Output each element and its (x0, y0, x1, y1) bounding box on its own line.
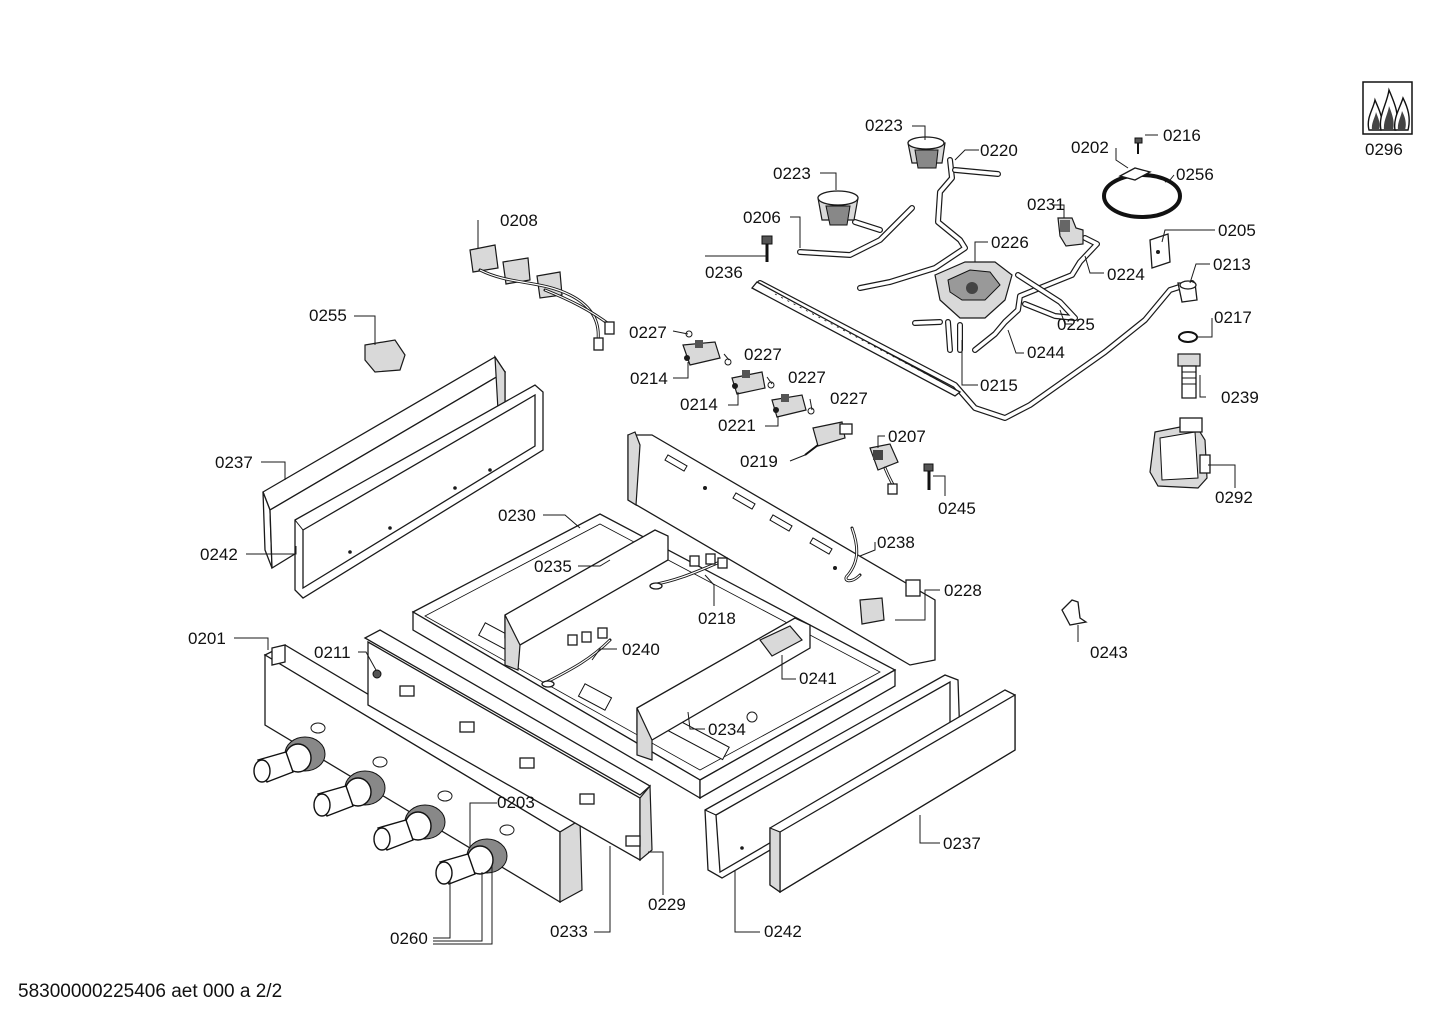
ignition-module-icon (869, 443, 899, 495)
gas-symbol-label: 0296 (1365, 140, 1403, 159)
part-label-0233: 0233 (550, 922, 588, 941)
gas-valve-icon (771, 394, 807, 418)
part-label-0242: 0242 (764, 922, 802, 941)
side-panel (769, 689, 1016, 894)
gas-valve-icon (682, 340, 721, 366)
front-frame (363, 629, 653, 862)
part-label-0236: 0236 (705, 263, 743, 282)
gas-pipe-assembly (750, 157, 1195, 421)
support-rail (636, 617, 811, 761)
part-label-0243: 0243 (1090, 643, 1128, 662)
screw-icon (923, 463, 934, 490)
wire-harness (844, 526, 862, 583)
part-label-0229: 0229 (648, 895, 686, 914)
screw-icon (372, 669, 382, 679)
part-label-0216: 0216 (1163, 126, 1201, 145)
part-label-0234: 0234 (708, 720, 746, 739)
part-label-0223: 0223 (865, 116, 903, 135)
part-label-0237: 0237 (943, 834, 981, 853)
control-knob-icon (313, 770, 386, 817)
part-label-0227: 0227 (788, 368, 826, 387)
part-label-0228: 0228 (944, 581, 982, 600)
part-label-0202: 0202 (1071, 138, 1109, 157)
gas-valve-icon (804, 421, 853, 456)
base-tray (411, 513, 897, 800)
part-label-0227: 0227 (830, 389, 868, 408)
part-label-0219: 0219 (740, 452, 778, 471)
part-label-0226: 0226 (991, 233, 1029, 252)
pressure-regulator-icon (1149, 417, 1211, 489)
part-label-0206: 0206 (743, 208, 781, 227)
fitting-icon (1177, 353, 1201, 399)
part-labels: 0223 0220 0202 0216 0256 0223 0206 0231 … (188, 116, 1259, 948)
part-label-0227: 0227 (629, 323, 667, 342)
part-label-0221: 0221 (718, 416, 756, 435)
part-label-0205: 0205 (1218, 221, 1256, 240)
support-rail (504, 529, 669, 671)
part-label-0207: 0207 (888, 427, 926, 446)
part-label-0230: 0230 (498, 506, 536, 525)
burner-cup-icon (817, 190, 859, 226)
part-label-0292: 0292 (1215, 488, 1253, 507)
wire-harness (469, 244, 615, 351)
screw-icon (761, 235, 773, 262)
part-label-0208: 0208 (500, 211, 538, 230)
part-label-0220: 0220 (980, 141, 1018, 160)
side-panel (294, 384, 544, 599)
part-label-0239: 0239 (1221, 388, 1259, 407)
gas-valve-icon (1057, 217, 1084, 247)
part-label-0214: 0214 (630, 369, 668, 388)
part-label-0217: 0217 (1214, 308, 1252, 327)
part-label-0213: 0213 (1213, 255, 1251, 274)
part-label-0244: 0244 (1027, 343, 1065, 362)
gas-flame-symbol-icon (1362, 81, 1413, 135)
part-label-0240: 0240 (622, 640, 660, 659)
document-code: 58300000225406 aet 000 a 2/2 (18, 981, 283, 1002)
part-label-0260: 0260 (390, 929, 428, 948)
part-label-0245: 0245 (938, 499, 976, 518)
screw-icon (1134, 137, 1143, 154)
gas-valve-icon (731, 370, 766, 395)
part-label-0203: 0203 (497, 793, 535, 812)
control-knob-icon (435, 838, 508, 885)
part-label-0227: 0227 (744, 345, 782, 364)
part-label-0218: 0218 (698, 609, 736, 628)
part-label-0201: 0201 (188, 629, 226, 648)
part-label-0231: 0231 (1027, 195, 1065, 214)
part-label-0255: 0255 (309, 306, 347, 325)
part-label-0225: 0225 (1057, 315, 1095, 334)
part-label-0235: 0235 (534, 557, 572, 576)
part-label-0237: 0237 (215, 453, 253, 472)
wire-harness (649, 553, 728, 590)
leader-lines (234, 125, 1236, 945)
control-knob-icon (373, 804, 446, 851)
part-label-0256: 0256 (1176, 165, 1214, 184)
part-label-0214: 0214 (680, 395, 718, 414)
control-knob-icon (253, 736, 326, 783)
part-label-0224: 0224 (1107, 265, 1145, 284)
part-label-0242: 0242 (200, 545, 238, 564)
wire-harness (541, 627, 612, 688)
burner-valve-block (934, 261, 1013, 319)
part-label-0215: 0215 (980, 376, 1018, 395)
part-label-0211: 0211 (314, 643, 351, 662)
part-label-0238: 0238 (877, 533, 915, 552)
burner-cup-icon (907, 136, 946, 169)
part-label-0223: 0223 (773, 164, 811, 183)
rear-panel (627, 431, 936, 666)
part-label-0241: 0241 (799, 669, 837, 688)
